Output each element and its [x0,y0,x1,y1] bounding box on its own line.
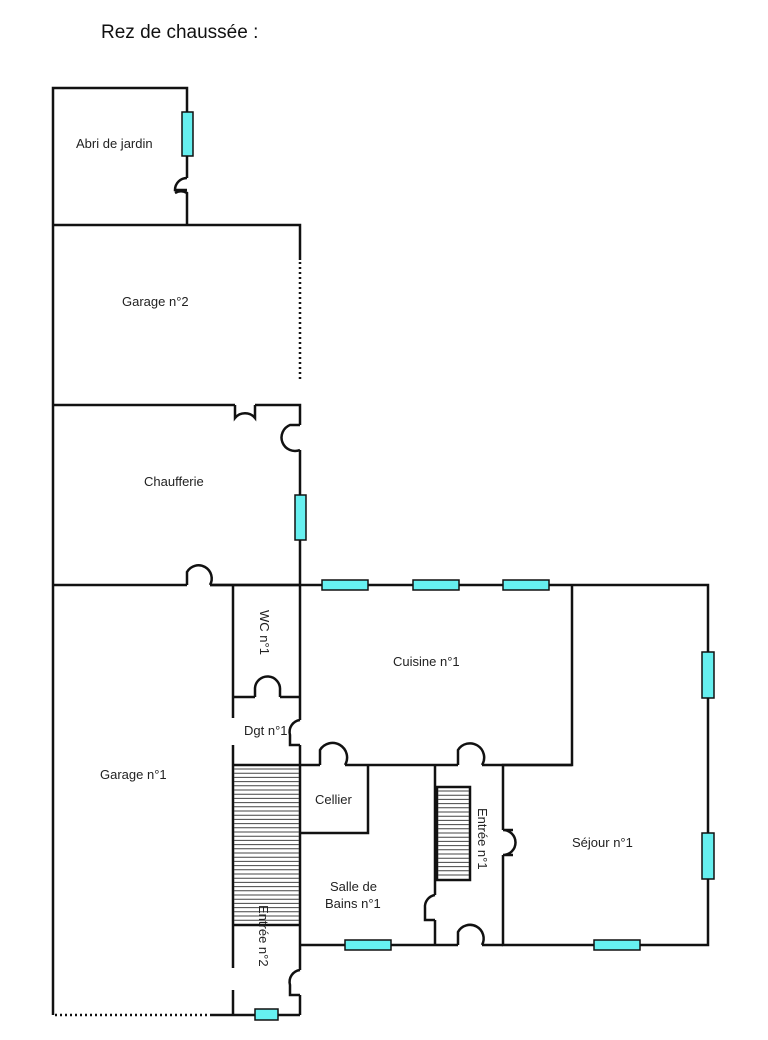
label-abri: Abri de jardin [76,136,153,151]
label-cuisine: Cuisine n°1 [393,654,460,669]
label-garage2: Garage n°2 [122,294,189,309]
label-sdb-line2: Bains n°1 [325,896,381,911]
label-cellier: Cellier [315,792,353,807]
label-sdb-line1: Salle de [330,879,377,894]
label-chaufferie: Chaufferie [144,474,204,489]
label-dgt: Dgt n°1 [244,723,288,738]
walls [51,86,710,1017]
label-wc: WC n°1 [257,610,272,655]
label-entree2: Entrée n°2 [256,905,271,967]
label-sejour: Séjour n°1 [572,835,633,850]
windows [181,111,715,1021]
room-labels: Abri de jardin Garage n°2 Chaufferie WC … [76,136,633,967]
label-entree1: Entrée n°1 [475,808,490,870]
page-title: Rez de chaussée : [101,22,259,43]
label-garage1: Garage n°1 [100,767,167,782]
stairs [234,768,469,921]
